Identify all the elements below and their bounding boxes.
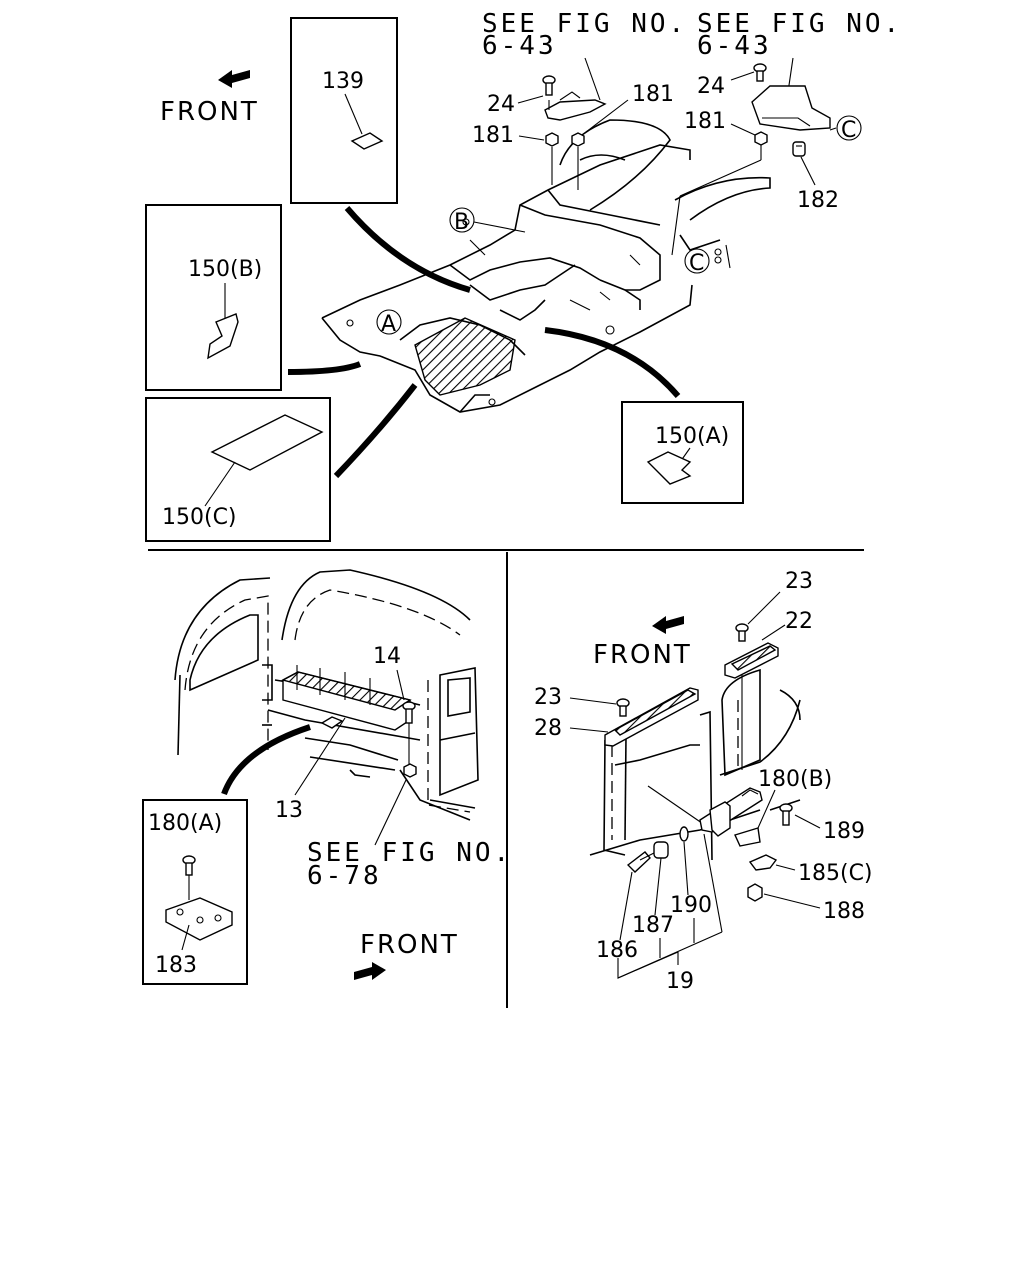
- part-label-24-right: 24: [697, 74, 725, 99]
- front-arrow-icon: [652, 616, 684, 634]
- bolt-icon: [402, 701, 416, 724]
- part-label-139: 139: [322, 69, 364, 94]
- part-label-190: 190: [670, 893, 712, 918]
- part-label-150b: 150(B): [188, 257, 262, 282]
- part-label-14: 14: [373, 644, 401, 669]
- part-label-24-left: 24: [487, 92, 515, 117]
- see-fig-2-line2: 6-43: [697, 31, 772, 61]
- nut-icon: [747, 883, 763, 902]
- clip-c-icon: [714, 244, 731, 269]
- part-box-139: [290, 17, 398, 204]
- bracket-183-shape: [165, 897, 233, 941]
- part-label-183: 183: [155, 953, 197, 978]
- bolt-icon: [735, 623, 749, 642]
- see-fig-1-line2: 6-43: [482, 31, 557, 61]
- part-label-185c: 185(C): [798, 861, 873, 886]
- part-box-183: [142, 799, 248, 985]
- part-box-150a: [621, 401, 744, 504]
- front-arrow-icon: [354, 962, 386, 980]
- pad-150b-shape: [207, 313, 239, 360]
- part-label-150c: 150(C): [162, 505, 237, 530]
- side-door-drawing: [589, 668, 801, 861]
- pad-150c-shape: [210, 414, 324, 471]
- part-label-180a: 180(A): [148, 811, 222, 836]
- part-label-181-mid: 181: [632, 82, 674, 107]
- part-label-22: 22: [785, 609, 813, 634]
- part-label-28: 28: [534, 716, 562, 741]
- front-label-top: FRONT: [160, 97, 259, 127]
- pad-150a-shape: [646, 451, 692, 485]
- part-label-181-right: 181: [684, 109, 726, 134]
- callout-b: B: [454, 210, 469, 235]
- part-label-19: 19: [666, 969, 694, 994]
- part-label-181-left: 181: [472, 123, 514, 148]
- bracket-left-assembly: 24 181 181: [472, 57, 674, 190]
- bolt-icon: [753, 63, 767, 82]
- nut-icon: [754, 131, 768, 146]
- see-fig-2-line1: SEE FIG NO.: [697, 9, 902, 39]
- part-label-187: 187: [632, 913, 674, 938]
- part-label-180b: 180(B): [758, 767, 832, 792]
- front-label-mid: FRONT: [593, 640, 692, 670]
- bolt-icon: [616, 698, 630, 717]
- part-label-23-left: 23: [534, 685, 562, 710]
- front-arrow-icon: [218, 70, 250, 88]
- see-fig-3-line1: SEE FIG NO.: [307, 838, 512, 868]
- part-label-188: 188: [823, 899, 865, 924]
- part-box-150b: [145, 204, 282, 391]
- front-label-bottom: FRONT: [360, 930, 459, 960]
- part-label-13: 13: [275, 798, 303, 823]
- pad-139-shape: [350, 132, 384, 150]
- see-fig-3-line2: 6-78: [307, 861, 382, 891]
- floor-hatched-panel: [414, 317, 516, 396]
- sill-plate-13: [281, 671, 412, 711]
- callout-c-mid: C: [689, 251, 704, 276]
- bolt-icon: [542, 75, 556, 96]
- part-label-182: 182: [797, 188, 839, 213]
- bracket-right-assembly: 24 181 182: [671, 57, 839, 256]
- part-label-189: 189: [823, 819, 865, 844]
- rear-door-drawing: [174, 569, 479, 821]
- part-label-186: 186: [596, 938, 638, 963]
- callout-a: A: [381, 312, 396, 337]
- striker-assembly: 180(B) 189 185(C) 188 186 187 190: [596, 767, 873, 994]
- nut-icon: [403, 763, 417, 778]
- clip-182-icon: [792, 141, 806, 157]
- part-label-23-top: 23: [785, 569, 813, 594]
- callout-c-top: C: [841, 118, 856, 143]
- nut-icon: [545, 132, 585, 147]
- part-box-150c: [145, 397, 331, 542]
- bolt-icon: [779, 803, 793, 826]
- part-label-150a: 150(A): [655, 424, 729, 449]
- bolt-icon: [182, 855, 196, 876]
- see-fig-1-line1: SEE FIG NO.: [482, 9, 687, 39]
